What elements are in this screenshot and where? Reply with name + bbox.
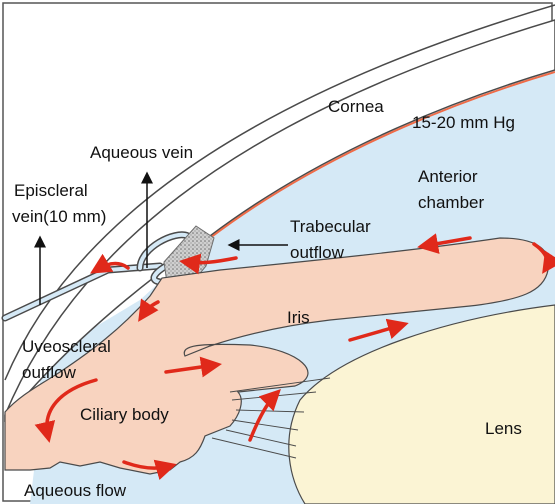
label-episcleral-2: vein(10 mm) (12, 207, 106, 226)
label-cornea: Cornea (328, 97, 384, 116)
label-trabecular-1: Trabecular (290, 217, 371, 236)
label-anterior-1: Anterior (418, 167, 478, 186)
label-aqueous-vein: Aqueous vein (90, 143, 193, 162)
label-anterior-2: chamber (418, 193, 484, 212)
label-trabecular-2: outflow (290, 243, 345, 262)
label-uveoscleral-1: Uveoscleral (22, 337, 111, 356)
label-uveoscleral-2: outflow (22, 363, 77, 382)
label-iris: Iris (287, 308, 310, 327)
label-aqueous-flow: Aqueous flow (24, 481, 127, 500)
label-ciliary-body: Ciliary body (80, 405, 169, 424)
label-episcleral-1: Episcleral (14, 181, 88, 200)
label-lens: Lens (485, 419, 522, 438)
label-pressure: 15-20 mm Hg (412, 113, 515, 132)
